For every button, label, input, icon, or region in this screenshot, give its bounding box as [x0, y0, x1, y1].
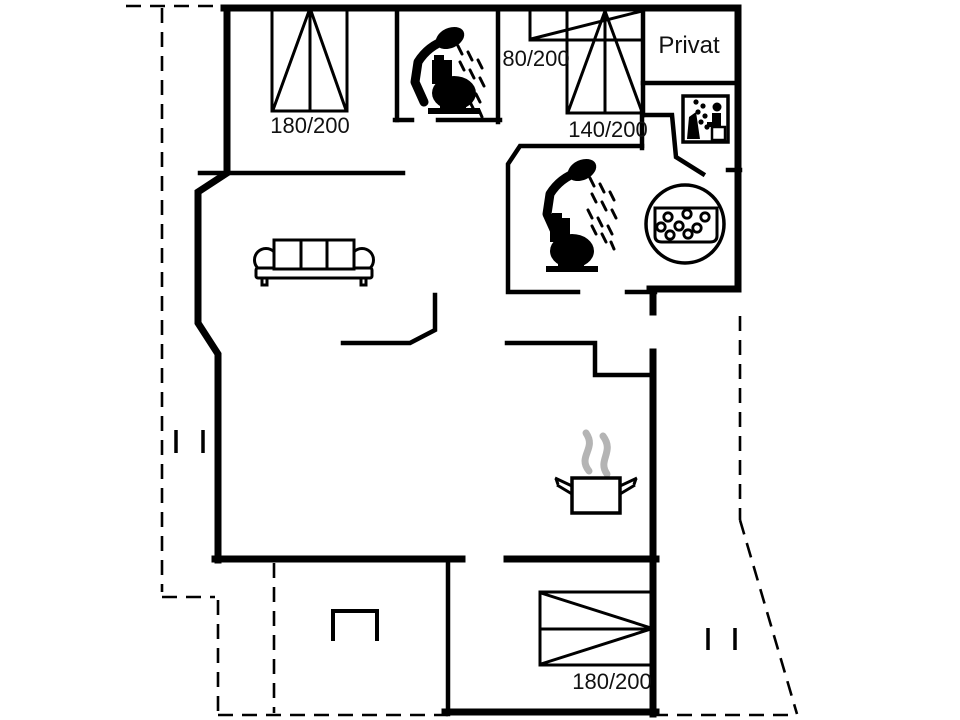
- exterior-walls: [194, 4, 742, 718]
- interior-walls: [197, 5, 743, 717]
- terrace-niche: [331, 609, 379, 641]
- plot-boundary: [126, 4, 799, 717]
- bed-size-label-top-left: 180/200: [270, 113, 350, 138]
- private-room-label: Privat: [658, 32, 720, 59]
- bed-size-label-single: 80/200: [502, 46, 569, 71]
- bed-140x200-top-middle: [565, 8, 645, 115]
- bed-size-label-double: 140/200: [568, 117, 648, 142]
- whirlpool-icon: [644, 183, 726, 265]
- bed-80x200-top-middle: [528, 8, 645, 42]
- toilet-icon: [546, 213, 598, 272]
- bed-180x200-bottom: [538, 590, 654, 667]
- cooking-pot-icon: [554, 476, 638, 515]
- sofa-icon: [253, 238, 375, 287]
- steam-icon: [581, 429, 611, 478]
- boundary-gate-ticks: [174, 430, 737, 650]
- bed-180x200-top-left: [270, 8, 349, 113]
- bed-size-label-bottom: 180/200: [572, 669, 652, 694]
- sauna-icon: [681, 94, 730, 144]
